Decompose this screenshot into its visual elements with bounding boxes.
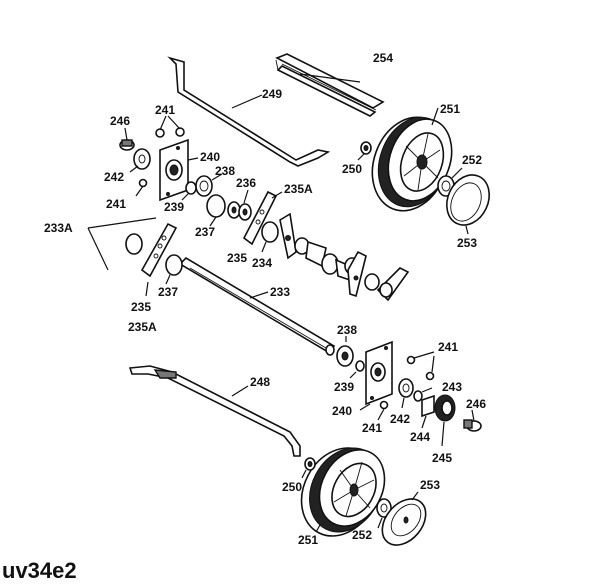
label-237: 237: [158, 285, 178, 299]
part-251-wheel-lower: [300, 447, 386, 537]
part-239-washer-lower: [349, 360, 365, 379]
label-245: 245: [432, 451, 452, 465]
label-241: 241: [438, 340, 458, 354]
part-246-knob-upper: [119, 127, 135, 151]
label-251: 251: [440, 102, 460, 116]
label-253: 253: [420, 478, 440, 492]
label-244: 244: [410, 430, 430, 444]
label-239: 239: [164, 200, 184, 214]
label-250: 250: [342, 162, 362, 176]
part-236-washers: [227, 189, 252, 221]
label-249: 249: [262, 87, 282, 101]
part-250-washer-lower: [301, 457, 316, 479]
label-246: 246: [466, 397, 486, 411]
label-233: 233: [270, 285, 290, 299]
part-238-bearing-upper: [195, 173, 223, 197]
label-238: 238: [215, 164, 235, 178]
part-235-plate-lower: [145, 281, 149, 297]
part-235A-plate-upper: [242, 190, 283, 246]
label-253: 253: [457, 236, 477, 250]
label-239: 239: [334, 380, 354, 394]
label-236: 236: [236, 176, 256, 190]
part-237-bushing-upper: [206, 194, 226, 227]
label-235: 235: [131, 300, 151, 314]
label-252: 252: [352, 528, 372, 542]
label-242: 242: [104, 170, 124, 184]
diagram-caption: uv34e2: [2, 558, 77, 583]
part-237-bushing-lower: [165, 254, 183, 285]
part-245-gear: [434, 394, 456, 447]
label-251: 251: [298, 533, 318, 547]
part-238-bearing-lower: [336, 336, 354, 367]
part-251-wheel-upper: [371, 107, 453, 212]
label-234: 234: [252, 256, 272, 270]
part-246-knob-lower: [463, 409, 482, 432]
label-248: 248: [250, 375, 270, 389]
part-233A-plate-left: [87, 217, 178, 278]
label-235: 235: [227, 251, 247, 265]
label-254: 254: [373, 51, 393, 65]
label-237: 237: [195, 225, 215, 239]
label-252: 252: [462, 153, 482, 167]
part-241-bolt-upper-b: [135, 178, 148, 197]
label-243: 243: [442, 380, 462, 394]
label-235A: 235A: [284, 182, 313, 196]
part-241-bolts-lower: [377, 351, 435, 421]
label-233A: 233A: [44, 221, 73, 235]
part-241-bolt-upper-a: [155, 115, 185, 138]
label-238: 238: [337, 323, 357, 337]
label-241: 241: [155, 103, 175, 117]
label-241: 241: [106, 197, 126, 211]
part-240-bracket-lower: [359, 340, 393, 411]
part-242-washer-upper: [129, 148, 151, 173]
part-252-nut-lower: [376, 498, 392, 529]
label-242: 242: [390, 412, 410, 426]
part-233-reel-shaft: [178, 256, 336, 356]
part-242-washer-lower: [398, 378, 414, 409]
part-244-plate: [421, 394, 435, 429]
part-234-blade-unit: [261, 212, 410, 302]
label-240: 240: [332, 404, 352, 418]
label-246: 246: [110, 114, 130, 128]
part-254-blade-bar: [275, 53, 385, 117]
part-239-washer-upper: [181, 181, 197, 201]
part-249-handle-rod: [167, 56, 331, 167]
part-248-handle-rod: [128, 365, 301, 457]
label-235A: 235A: [128, 320, 157, 334]
part-250-washer-upper: [357, 141, 372, 161]
part-243-spacer: [413, 387, 433, 402]
label-250: 250: [282, 480, 302, 494]
label-240: 240: [200, 150, 220, 164]
label-241: 241: [362, 421, 382, 435]
part-253-hubcap-lower: [381, 491, 427, 546]
part-253-hubcap-upper: [446, 174, 490, 235]
